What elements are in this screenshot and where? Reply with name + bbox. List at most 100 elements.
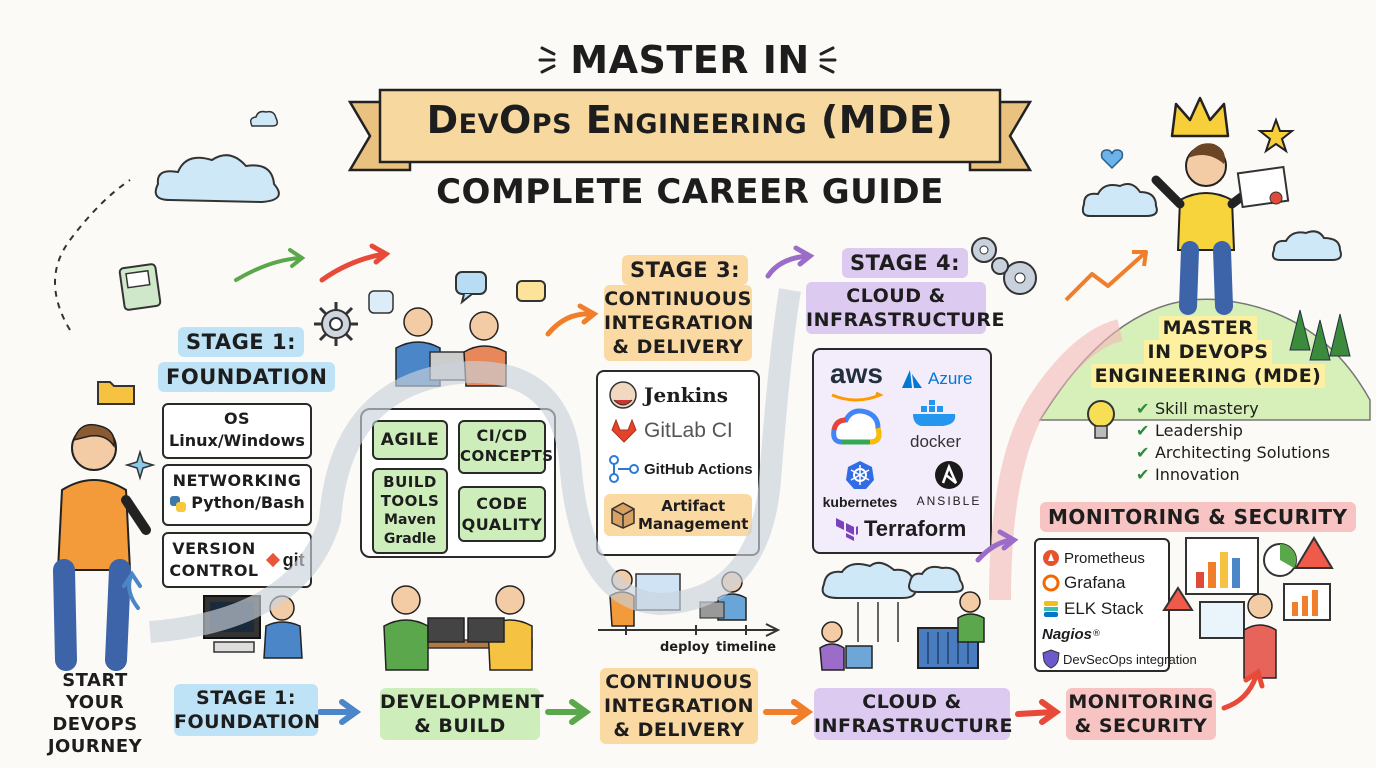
gear-icon (314, 302, 358, 346)
terminal-document-icon (118, 263, 162, 311)
check-icon: ✔ (1136, 421, 1155, 440)
bottom-flow-line: INTEGRATION (604, 695, 754, 717)
kubernetes-icon (846, 461, 874, 489)
kubernetes-label: kubernetes (822, 494, 898, 510)
timeline-deploy-label: deploy (660, 640, 710, 655)
stage1-item-detail: Python/Bash (164, 492, 310, 514)
terraform-logo: Terraform (834, 516, 966, 542)
heart-icon (1100, 149, 1124, 170)
aws-logo: aws (830, 360, 884, 407)
check-item: ✔ Architecting Solutions (1136, 442, 1330, 464)
artifact-management-row: Artifact Management (604, 494, 752, 536)
stage2-cell-text: QUALITY (461, 515, 543, 534)
bottom-flow-line: DEVELOPMENT (380, 691, 545, 713)
grafana-label: Grafana (1064, 573, 1126, 592)
elk-row: ELK Stack (1042, 596, 1168, 622)
check-text: Architecting Solutions (1154, 443, 1331, 462)
github-actions-label: GitHub Actions (644, 460, 753, 478)
chat-bubble-icon (455, 271, 487, 305)
docker-whale-icon (912, 400, 955, 426)
stage3-title-line: CONTINUOUS (604, 288, 752, 310)
devsecops-label: DevSecOps integration (1063, 651, 1197, 667)
stage1-networking-box: NETWORKING Python/Bash (162, 464, 312, 526)
stage2-cell-text: Maven (384, 512, 436, 528)
stage4-title-line: CLOUD & (846, 285, 946, 307)
growth-arrow-icon (1064, 250, 1148, 302)
ansible-icon (935, 461, 963, 489)
bottom-flow-line: CLOUD & (862, 691, 962, 713)
grafana-row: Grafana (1042, 570, 1168, 596)
stage2-cell-text: AGILE (380, 430, 440, 450)
package-icon (611, 502, 635, 529)
master-title: MASTER IN DEVOPS ENGINEERING (MDE) (1090, 316, 1326, 388)
stage2-cell-text: CODE (476, 494, 528, 513)
stage1-title-name: FOUNDATION (158, 362, 336, 392)
bottom-flow-dev-build: DEVELOPMENT & BUILD (380, 688, 545, 740)
title-banner-ribbon (347, 88, 1033, 172)
jenkins-icon (609, 381, 637, 409)
folder-icon (97, 381, 135, 405)
master-title-line: ENGINEERING (MDE) (1090, 364, 1326, 388)
gitlab-row: GitLab CI (598, 410, 758, 444)
aws-label: aws (830, 358, 883, 389)
cloud-icon (154, 154, 280, 204)
stage3-title-line: & DELIVERY (612, 336, 744, 358)
master-title-line: MASTER (1158, 316, 1258, 340)
artifact-line: Artifact (661, 497, 726, 515)
devsecops-row: DevSecOps integration (1042, 646, 1197, 672)
grafana-icon (1042, 574, 1060, 592)
start-journey-line: DEVOPS (52, 714, 138, 735)
cloud-icon (1081, 183, 1158, 217)
elk-label: ELK Stack (1064, 599, 1144, 618)
stage1-item-title: NETWORKING (172, 471, 302, 490)
azure-label: Azure (928, 369, 973, 388)
stage4-title-name: CLOUD & INFRASTRUCTURE (806, 282, 1005, 334)
stage1-item-title: CONTROL (169, 561, 259, 580)
dashboard-analyst-illustration (1162, 536, 1334, 679)
prometheus-icon (1043, 550, 1059, 566)
bottom-flow-line: STAGE 1: (196, 687, 296, 709)
azure-icon (902, 370, 922, 388)
bottom-flow-ci-cd: CONTINUOUS INTEGRATION & DELIVERY (600, 668, 758, 744)
docker-logo: docker (910, 400, 961, 452)
prometheus-row: Prometheus (1042, 546, 1168, 570)
leader-person-illustration (1151, 143, 1261, 315)
terraform-label: Terraform (864, 516, 967, 541)
stage3-tools-box: Jenkins GitLab CI GitHub Actions Artifac… (596, 370, 760, 556)
cloud-infrastructure-illustration (819, 561, 985, 671)
artifact-line: Management (638, 515, 749, 533)
check-item: ✔ Innovation (1136, 464, 1330, 486)
elk-icon (1044, 601, 1058, 617)
bottom-flow-line: MONITORING (1068, 691, 1214, 713)
bottom-flow-line: & DELIVERY (613, 719, 745, 741)
journey-person-illustration (53, 423, 151, 671)
check-item: ✔ Skill mastery (1136, 398, 1330, 420)
stage3-title-name: CONTINUOUS INTEGRATION & DELIVERY (604, 285, 753, 361)
python-icon (170, 495, 187, 512)
subtitle-career-guide: COMPLETE CAREER GUIDE (436, 172, 944, 212)
stage4-title-number: STAGE 4: (842, 248, 968, 278)
jenkins-label: Jenkins (644, 383, 728, 407)
timeline-arrow (598, 623, 781, 637)
kubernetes-logo: kubernetes (818, 460, 902, 510)
stage1-item-detail: Linux/Windows (169, 431, 305, 450)
stage1-title-number: STAGE 1: (178, 327, 304, 357)
ansible-label: ANSIBLE (916, 494, 982, 508)
certificate-icon (1236, 165, 1290, 209)
monitoring-title: MONITORING & SECURITY (1040, 502, 1356, 532)
monitoring-tools-box: Prometheus Grafana ELK Stack Nagios® Dev… (1034, 538, 1197, 672)
check-text: Innovation (1154, 465, 1240, 484)
stage2-build-tools-cell: BUILD TOOLS Maven Gradle (372, 468, 448, 554)
sparkle-icon (124, 449, 156, 481)
lightbulb-icon (1087, 400, 1115, 439)
stage2-cell-text: CONCEPTS (460, 447, 554, 465)
bottom-flow-line: & SECURITY (1074, 715, 1208, 737)
github-actions-icon (609, 455, 639, 483)
stage1-os-box: OS Linux/Windows (162, 403, 312, 459)
stage1-python-bash: Python/Bash (191, 493, 305, 512)
gitlab-icon (611, 418, 637, 443)
nagios-registered-mark: ® (1092, 629, 1102, 639)
stage4-title-line: INFRASTRUCTURE (806, 309, 1005, 331)
aws-smile-icon (831, 391, 884, 402)
